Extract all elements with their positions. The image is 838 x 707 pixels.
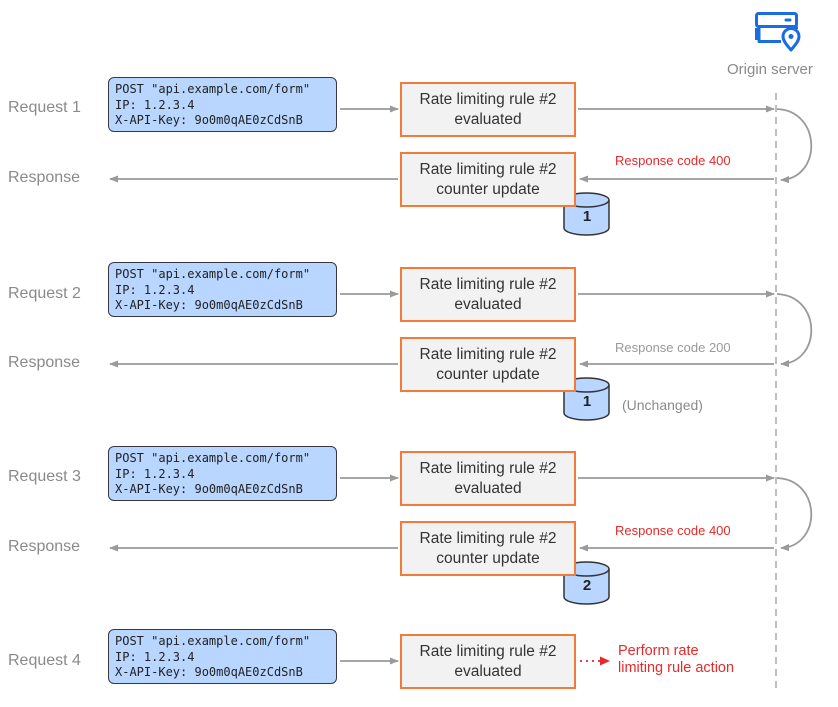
counter-value-1: 1 (582, 208, 592, 225)
request-2-label: Request 2 (8, 285, 81, 302)
request-method-url: POST "api.example.com/form" (115, 267, 311, 281)
rule-evaluated-box-2: Rate limiting rule #2 evaluated (400, 267, 576, 322)
server-location-icon (755, 12, 801, 52)
rule-counter-update-box-2: Rate limiting rule #2 counter update (400, 337, 576, 392)
counter-value-3: 2 (582, 577, 592, 594)
rule-counter-update-box-3: Rate limiting rule #2 counter update (400, 521, 576, 576)
request-1-label: Request 1 (8, 99, 81, 116)
response-code-1: Response code 400 (615, 153, 731, 168)
request-ip: IP: 1.2.3.4 (115, 649, 195, 664)
counter-unchanged-note: (Unchanged) (622, 397, 703, 413)
request-4-label: Request 4 (8, 652, 81, 669)
response-code-2: Response code 200 (615, 340, 731, 355)
request-method-url: POST "api.example.com/form" (115, 82, 311, 96)
request-method-url: POST "api.example.com/form" (115, 451, 311, 465)
request-2-connectors (109, 290, 813, 368)
request-3-details: POST "api.example.com/form" IP: 1.2.3.4 … (108, 446, 337, 501)
request-api-key: X-API-Key: 9o0m0qAE0zCdSnB (115, 298, 303, 312)
request-ip: IP: 1.2.3.4 (115, 97, 195, 112)
request-api-key: X-API-Key: 9o0m0qAE0zCdSnB (115, 665, 303, 679)
request-ip: IP: 1.2.3.4 (115, 466, 195, 481)
response-code-3: Response code 400 (615, 523, 731, 538)
rule-evaluated-box-1: Rate limiting rule #2 evaluated (400, 82, 576, 137)
request-2-details: POST "api.example.com/form" IP: 1.2.3.4 … (108, 262, 337, 317)
request-4-details: POST "api.example.com/form" IP: 1.2.3.4 … (108, 629, 337, 684)
rule-counter-update-box-1: Rate limiting rule #2 counter update (400, 152, 576, 207)
request-3-label: Request 3 (8, 468, 81, 485)
response-2-label: Response (8, 354, 81, 371)
rule-evaluated-box-3: Rate limiting rule #2 evaluated (400, 451, 576, 506)
origin-server-label: Origin server (727, 61, 813, 78)
rule-evaluated-box-4: Rate limiting rule #2 evaluated (400, 634, 576, 689)
counter-value-2: 1 (582, 393, 592, 410)
request-1-details: POST "api.example.com/form" IP: 1.2.3.4 … (108, 77, 337, 132)
request-api-key: X-API-Key: 9o0m0qAE0zCdSnB (115, 113, 303, 127)
request-1-connectors (109, 105, 813, 184)
request-api-key: X-API-Key: 9o0m0qAE0zCdSnB (115, 482, 303, 496)
response-3-label: Response (8, 538, 81, 555)
rate-limit-action-label: Perform rate limiting rule action (618, 643, 735, 676)
response-1-label: Response (8, 169, 81, 186)
request-method-url: POST "api.example.com/form" (115, 634, 311, 648)
request-3-connectors (109, 474, 813, 552)
request-ip: IP: 1.2.3.4 (115, 282, 195, 297)
